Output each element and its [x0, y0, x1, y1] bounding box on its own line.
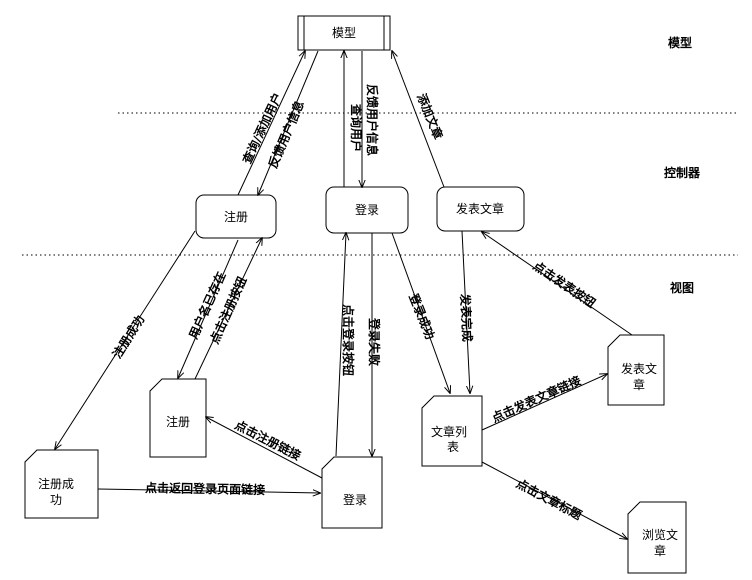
view-publish-label-line1: 发表文 — [621, 361, 657, 376]
layer-label-controller: 控制器 — [664, 165, 701, 180]
edge-label-click-register-link: 点击注册链接 — [233, 417, 304, 463]
edge-register-success — [55, 230, 196, 449]
edge-click-publish-button — [482, 232, 633, 336]
edge-label-register-success: 注册成功 — [109, 312, 147, 361]
edge-click-login-button — [335, 233, 346, 457]
edge-click-return-login-link — [97, 488, 320, 493]
view-article-list-label-line2: 表 — [447, 440, 459, 454]
controller-publish-label: 发表文章 — [456, 201, 504, 216]
edge-label-click-publish-button: 点击发表按钮 — [530, 258, 598, 311]
view-register-success-label-line2: 功 — [50, 493, 62, 507]
edge-query-add-user — [237, 51, 305, 196]
edge-click-register-button — [194, 238, 262, 380]
view-publish-node: 发表文 章 — [607, 334, 665, 406]
view-register-success-node: 注册成 功 — [24, 449, 99, 519]
edge-label-feedback-user-info-2: 反馈用户信息 — [365, 84, 380, 156]
layer-label-view: 视图 — [670, 280, 694, 295]
edge-feedback-user-info-1 — [258, 50, 319, 195]
edge-label-publish-done: 发表完成 — [458, 292, 476, 342]
view-article-list-node: 文章列 表 — [421, 395, 483, 467]
view-login-node: 登录 — [321, 456, 383, 529]
view-browse-label-line2: 章 — [654, 543, 666, 558]
controller-login-node: 登录 — [325, 186, 409, 234]
edge-label-click-return-login-link: 点击返回登录页面链接 — [145, 480, 265, 497]
edge-username-exists — [178, 239, 239, 378]
edge-login-success — [391, 232, 450, 393]
edge-click-publish-article-link — [481, 374, 607, 431]
controller-register-node: 注册 — [195, 194, 277, 239]
controller-login-label: 登录 — [355, 202, 379, 217]
edge-publish-done — [461, 230, 470, 393]
view-browse-node: 浏览文 章 — [627, 501, 687, 574]
controller-register-label: 注册 — [224, 209, 248, 224]
edge-label-click-publish-article-link: 点击发表文章链接 — [489, 373, 583, 426]
controller-publish-node: 发表文章 — [436, 186, 525, 232]
view-browse-label-line1: 浏览文 — [642, 527, 678, 542]
view-register-node: 注册 — [149, 378, 207, 458]
view-publish-label-line2: 章 — [633, 377, 645, 392]
layer-label-model: 模型 — [668, 35, 692, 50]
model-node-label: 模型 — [332, 26, 356, 40]
edge-click-register-link — [206, 417, 323, 479]
edge-click-article-title — [481, 461, 627, 539]
edge-label-query-user: 查询用户 — [349, 103, 364, 152]
model-node: 模型 — [297, 15, 391, 51]
edge-label-click-article-title: 点击文章标题 — [514, 476, 585, 524]
view-article-list-label-line1: 文章列 — [431, 424, 467, 439]
edge-label-add-article: 添加文章 — [414, 91, 446, 141]
edge-label-login-failed: 登录失败 — [367, 317, 382, 366]
edge-add-article — [392, 51, 445, 188]
view-register-success-label-line1: 注册成 — [38, 476, 74, 491]
edge-label-click-login-button: 点击登录按钮 — [341, 304, 356, 376]
view-login-label: 登录 — [343, 492, 367, 507]
edge-label-login-success: 登录成功 — [406, 290, 438, 341]
view-register-label: 注册 — [166, 414, 190, 429]
